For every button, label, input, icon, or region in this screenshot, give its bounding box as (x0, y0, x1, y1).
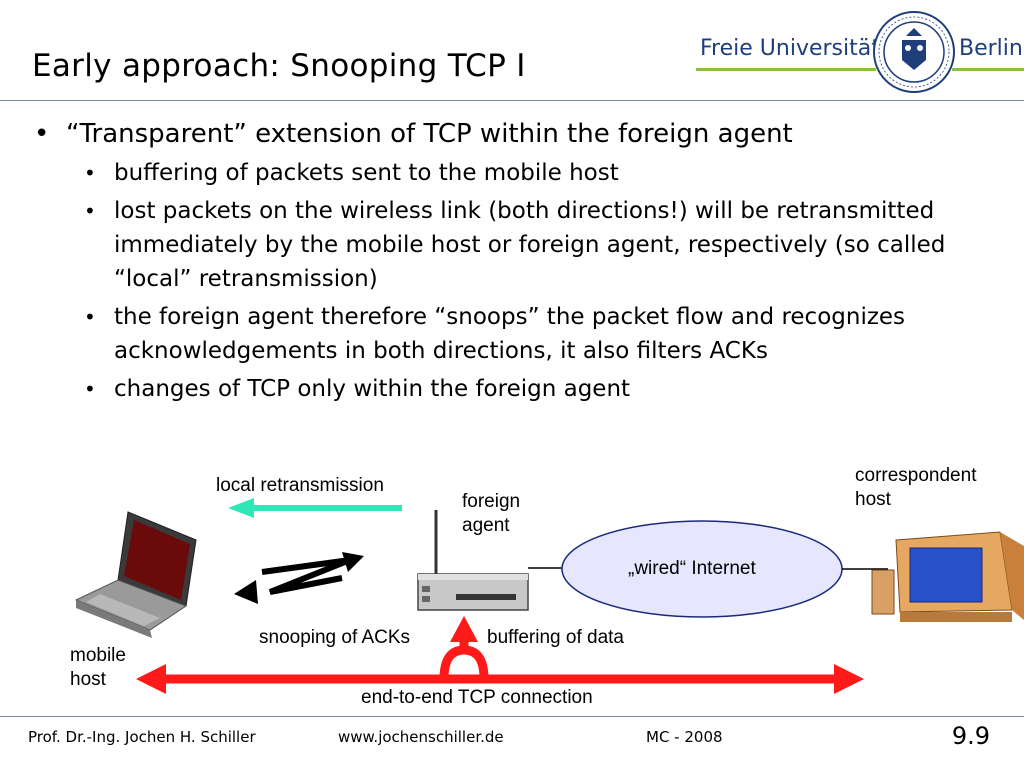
bullet-dot-icon: • (34, 119, 50, 149)
label-mobile-host: mobile host (70, 645, 126, 690)
snooping-arrow (439, 616, 489, 680)
label-end-to-end: end-to-end TCP connection (361, 687, 593, 708)
laptop-icon (74, 511, 197, 638)
bullet-main: • “Transparent” extension of TCP within … (32, 116, 992, 152)
footer-author: Prof. Dr.-Ing. Jochen H. Schiller (28, 728, 256, 746)
sub-bullet-text: the foreign agent therefore “snoops” the… (114, 304, 906, 364)
desktop-computer-icon (871, 531, 1024, 622)
bullet-main-text: “Transparent” extension of TCP within th… (66, 119, 793, 149)
logo-underline-left (696, 68, 876, 71)
sub-bullet-text: changes of TCP only within the foreign a… (114, 376, 631, 402)
label-correspondent-host: correspondent host (855, 465, 977, 510)
router-icon (417, 510, 566, 611)
label-internet: „wired“ Internet (628, 558, 756, 579)
bullet-list: • “Transparent” extension of TCP within … (32, 116, 992, 410)
wireless-link-icon (234, 552, 364, 604)
sub-bullet: • buffering of packets sent to the mobil… (32, 156, 992, 190)
logo-text-left: Freie Universität (700, 36, 880, 61)
sub-bullet-dot-icon: • (84, 305, 96, 329)
label-local-retransmission: local retransmission (216, 475, 384, 496)
label-snooping: snooping of ACKs (259, 627, 411, 648)
local-retransmission-arrow (228, 498, 402, 518)
university-logo: Freie Universität Berlin (696, 8, 1024, 96)
title-divider (0, 100, 1024, 101)
footer-divider (0, 716, 1024, 717)
seal-icon (873, 11, 955, 93)
diagram-graphics (74, 498, 1024, 694)
logo-underline-right (952, 68, 1024, 71)
footer-course: MC - 2008 (646, 728, 723, 746)
logo-text-right: Berlin (959, 36, 1023, 61)
sub-bullet-dot-icon: • (84, 161, 96, 185)
sub-bullet-text: buffering of packets sent to the mobile … (114, 160, 619, 186)
footer-website: www.jochenschiller.de (338, 728, 504, 746)
label-buffering: buffering of data (487, 627, 624, 648)
snooping-diagram: local retransmission foreign agent corre… (0, 460, 1024, 710)
sub-bullet: • changes of TCP only within the foreign… (32, 372, 992, 406)
sub-bullet-text: lost packets on the wireless link (both … (114, 198, 946, 292)
sub-bullet-dot-icon: • (84, 199, 96, 223)
end-to-end-arrow (136, 664, 864, 694)
slide-title: Early approach: Snooping TCP I (32, 48, 526, 84)
sub-bullet-dot-icon: • (84, 377, 96, 401)
sub-bullet: • lost packets on the wireless link (bot… (32, 194, 992, 296)
page-number: 9.9 (951, 722, 990, 750)
sub-bullet: • the foreign agent therefore “snoops” t… (32, 300, 992, 368)
label-foreign-agent: foreign agent (462, 491, 521, 536)
